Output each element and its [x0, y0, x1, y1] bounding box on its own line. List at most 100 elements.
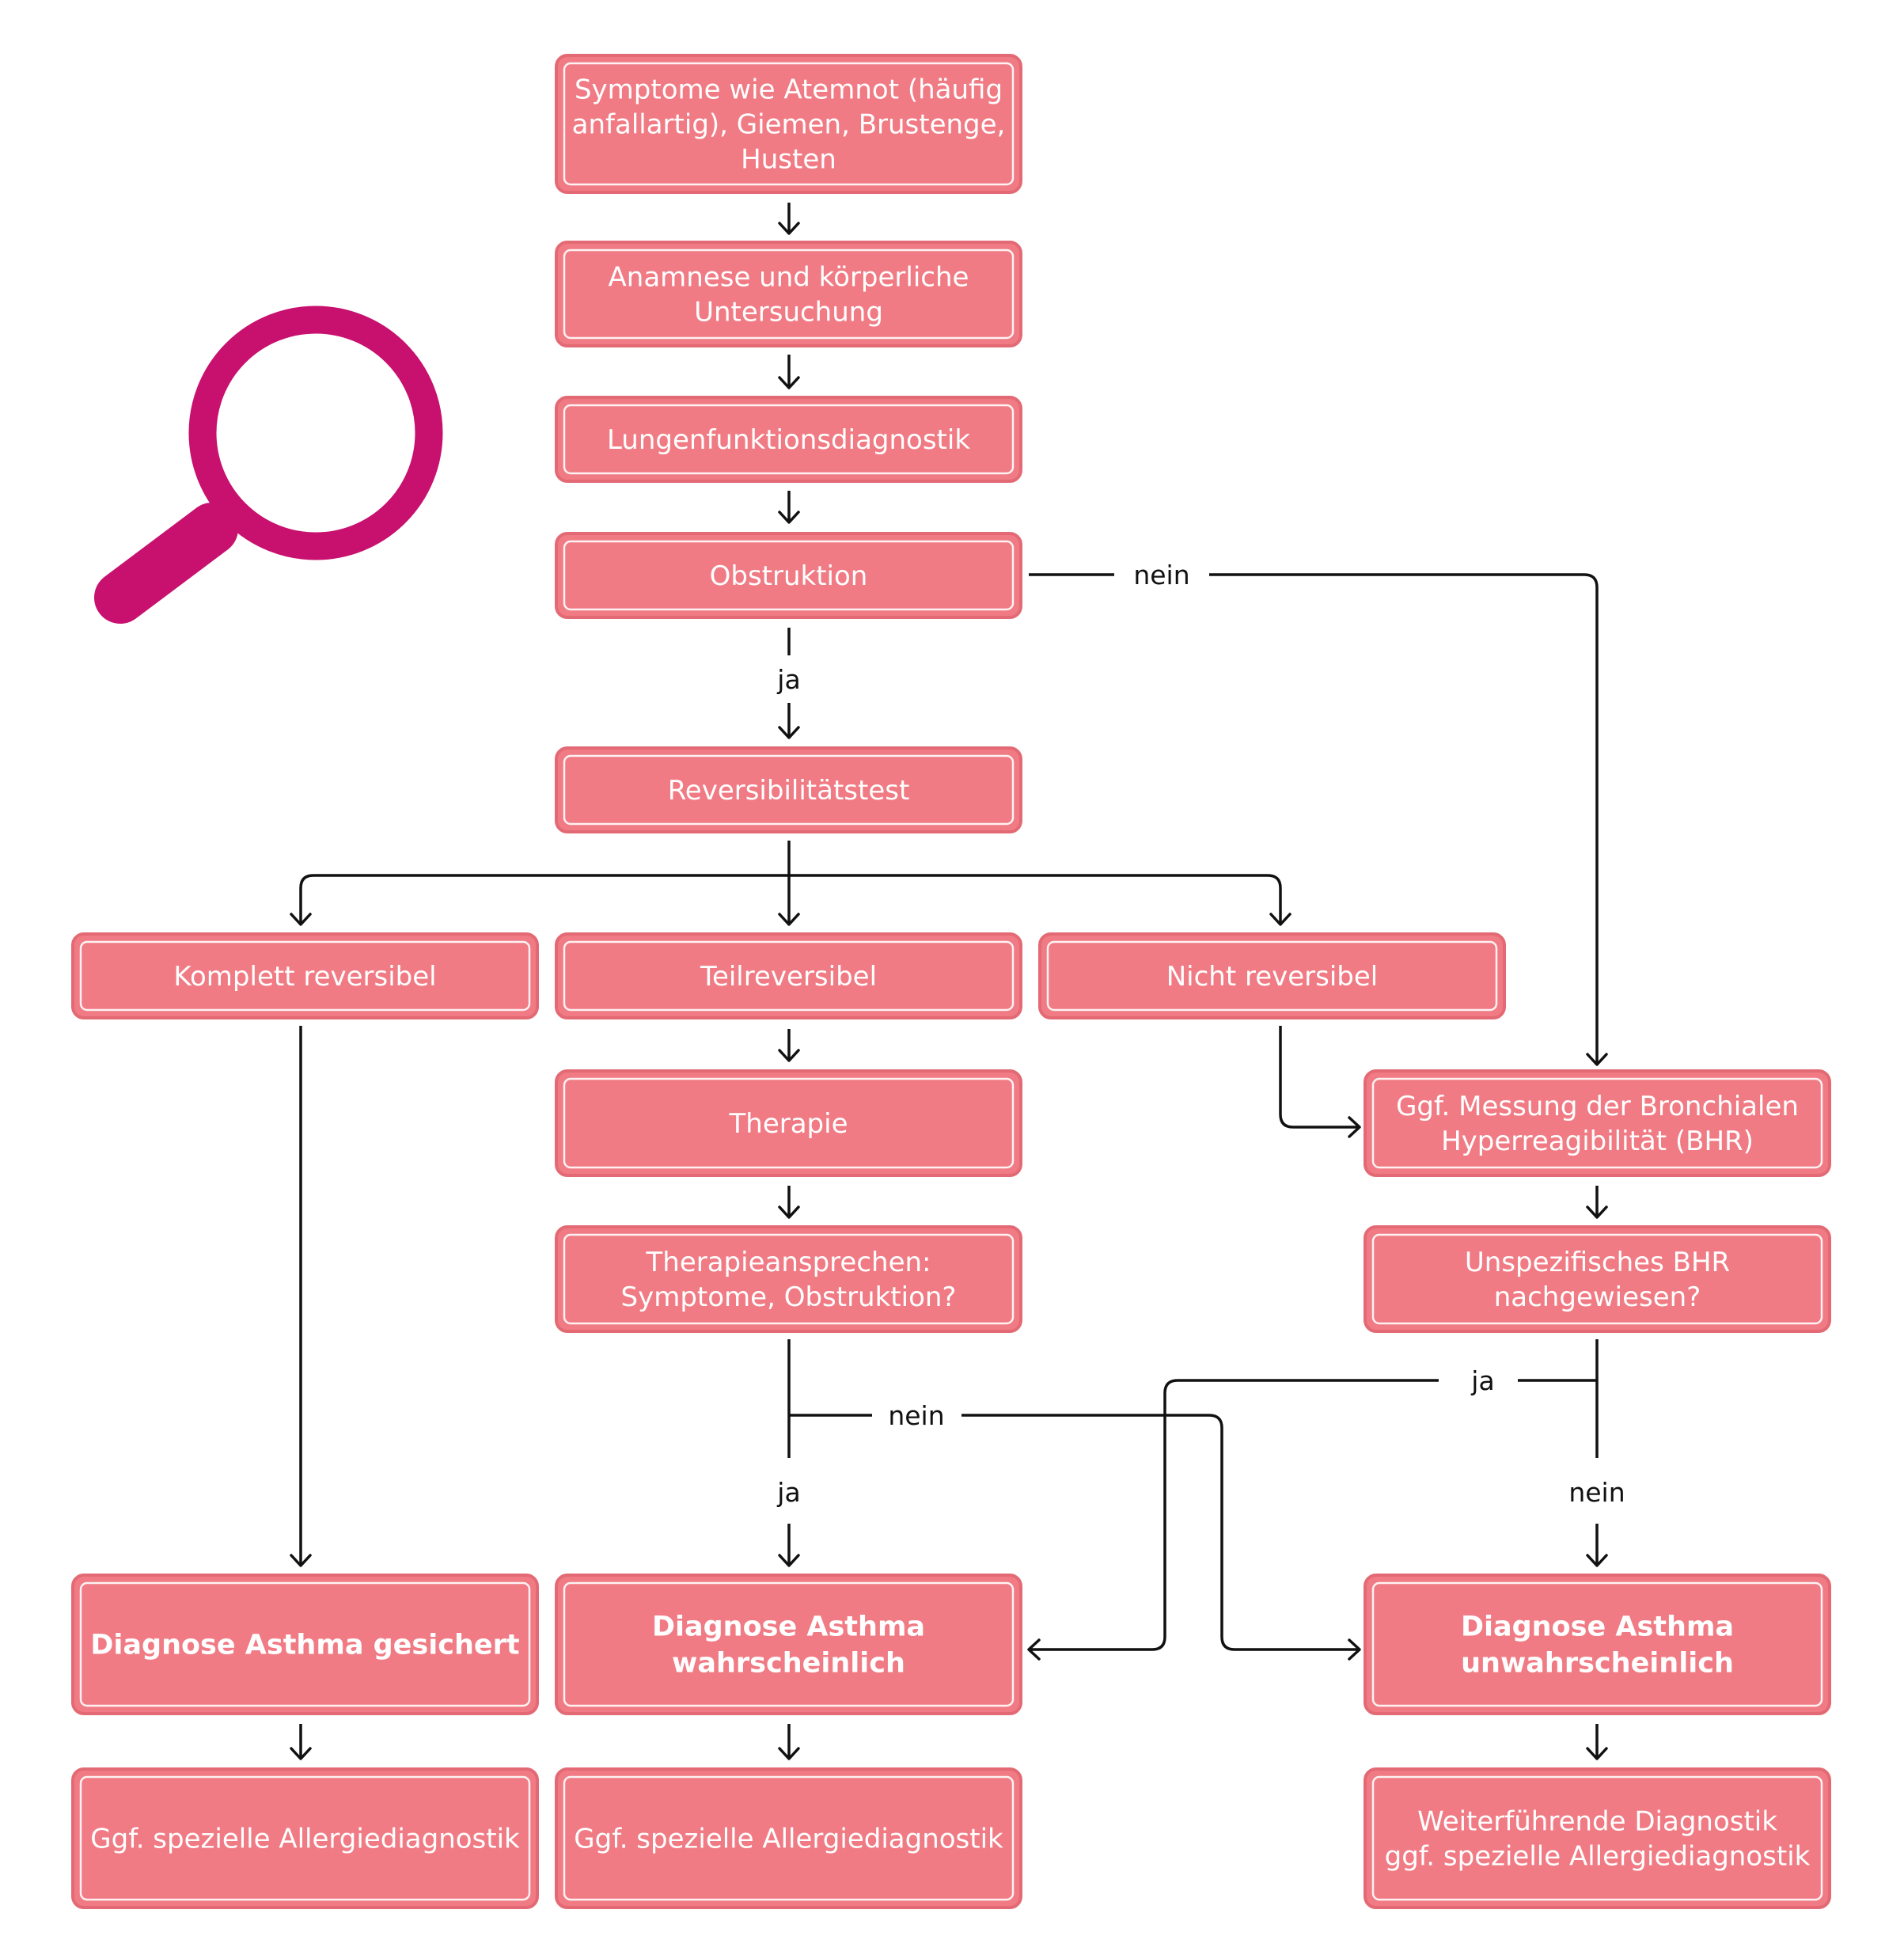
node-inner-border [1046, 940, 1498, 1012]
connector-lines [290, 203, 1608, 1760]
edge-bhr-ja-b [1029, 1379, 1439, 1651]
node-inner-border [563, 249, 1015, 340]
label-therapie-nein: nein [888, 1400, 944, 1431]
node-label-line: Teilreversibel [700, 961, 877, 993]
arrowhead [778, 726, 800, 739]
arrowhead [778, 511, 800, 524]
arrowhead [778, 913, 800, 926]
edge-labels: nein ja nein ja ja nein [776, 560, 1625, 1508]
node-inner-border [1371, 1077, 1823, 1169]
arrowhead [778, 1049, 800, 1062]
node-label-line: wahrscheinlich [672, 1648, 905, 1680]
node-label-line: Diagnose Asthma [1461, 1612, 1734, 1643]
node-teil: Teilreversibel [555, 932, 1022, 1019]
label-bhr-ja: ja [1470, 1365, 1494, 1396]
edge-ansprechen-nein-b [961, 1414, 1360, 1651]
magnifier-icon [94, 306, 443, 624]
node-label-line: nachgewiesen? [1494, 1281, 1701, 1313]
node-label-line: anfallartig), Giemen, Brustenge, [572, 109, 1006, 141]
node-box [555, 932, 1022, 1019]
node-box [1364, 1574, 1831, 1715]
node-box [555, 1767, 1022, 1909]
node-label-line: Nicht reversibel [1166, 961, 1379, 993]
node-label-line: Diagnose Asthma gesichert [90, 1630, 519, 1661]
node-inner-border [79, 1581, 531, 1707]
edge-nicht-bhr [1279, 1026, 1360, 1129]
node-box [555, 532, 1022, 619]
arrowhead [1027, 1638, 1041, 1661]
node-label-line: Husten [741, 144, 836, 176]
node-lungenfunktion: Lungenfunktionsdiagnostik [555, 396, 1022, 483]
node-allergie-2: Ggf. spezielle Allergiediagnostik [555, 1767, 1022, 1909]
arrowhead [290, 1554, 312, 1567]
label-bhr-nein: nein [1568, 1477, 1625, 1508]
node-label-line: ggf. spezielle Allergiediagnostik [1385, 1841, 1811, 1873]
node-box [555, 746, 1022, 833]
node-box [555, 396, 1022, 483]
arrowhead [1586, 1554, 1608, 1567]
label-obstruktion-nein: nein [1133, 560, 1189, 590]
node-bhr-messung: Ggf. Messung der BronchialenHyperreagibi… [1364, 1069, 1831, 1177]
node-diag-wahrscheinlich: Diagnose Asthma wahrscheinlich [555, 1574, 1022, 1715]
node-inner-border [1371, 1775, 1823, 1901]
node-label-line: Anamnese und körperliche [609, 262, 969, 294]
node-komplett: Komplett reversibel [71, 932, 539, 1019]
node-label-line: unwahrscheinlich [1461, 1648, 1734, 1680]
node-label-line: Obstruktion [710, 560, 868, 592]
node-box [71, 1767, 539, 1909]
node-label-line: Therapieansprechen: [646, 1247, 931, 1278]
node-reversibilitaet: Reversibilitätstest [555, 746, 1022, 833]
arrowhead [1269, 913, 1291, 926]
node-inner-border [79, 1775, 531, 1901]
arrowhead [1586, 1747, 1608, 1760]
node-label-line: Diagnose Asthma [652, 1612, 925, 1643]
node-inner-border [563, 540, 1015, 611]
node-label-line: Hyperreagibilität (BHR) [1441, 1126, 1754, 1157]
node-inner-border [563, 1775, 1015, 1901]
node-inner-border [79, 940, 531, 1012]
node-inner-border [1371, 1233, 1823, 1325]
node-box [1364, 1767, 1831, 1909]
node-box [1364, 1069, 1831, 1177]
node-label-line: Symptome wie Atemnot (häufig [575, 74, 1003, 106]
node-box [1038, 932, 1506, 1019]
edge-split-horizontal [299, 874, 1282, 924]
arrowhead [1348, 1638, 1361, 1661]
node-label-line: Unspezifisches BHR [1465, 1247, 1730, 1278]
arrowhead [290, 1747, 312, 1760]
node-inner-border [563, 1233, 1015, 1325]
node-diag-gesichert: Diagnose Asthma gesichert [71, 1574, 539, 1715]
node-label-line: Ggf. Messung der Bronchialen [1396, 1091, 1799, 1122]
node-inner-border [563, 62, 1015, 186]
node-nicht: Nicht reversibel [1038, 932, 1506, 1019]
arrowhead [1348, 1116, 1361, 1138]
node-symptome: Symptome wie Atemnot (häufiganfallartig)… [555, 54, 1022, 194]
node-inner-border [563, 1581, 1015, 1707]
node-inner-border [1371, 1581, 1823, 1707]
edge-obstruktion-nein-b [1209, 573, 1599, 1065]
arrowhead [290, 913, 312, 926]
node-label-line: Komplett reversibel [173, 961, 436, 993]
arrowhead [1586, 1205, 1608, 1219]
node-box [71, 932, 539, 1019]
node-box [71, 1574, 539, 1715]
label-therapie-ja: ja [776, 1477, 800, 1508]
node-box [555, 54, 1022, 194]
arrowhead [1586, 1053, 1608, 1066]
node-inner-border [563, 940, 1015, 1012]
node-label-line: Therapie [729, 1108, 848, 1140]
node-label-line: Ggf. spezielle Allergiediagnostik [574, 1824, 1003, 1855]
label-obstruktion-ja: ja [776, 664, 800, 695]
node-inner-border [563, 404, 1015, 475]
node-inner-border [563, 754, 1015, 826]
arrowhead [778, 1554, 800, 1567]
arrowhead [778, 1747, 800, 1760]
arrowhead [778, 222, 800, 235]
flowchart-nodes: Symptome wie Atemnot (häufiganfallartig)… [71, 54, 1831, 1909]
node-inner-border [563, 1077, 1015, 1169]
node-label-line: Reversibilitätstest [668, 775, 910, 807]
